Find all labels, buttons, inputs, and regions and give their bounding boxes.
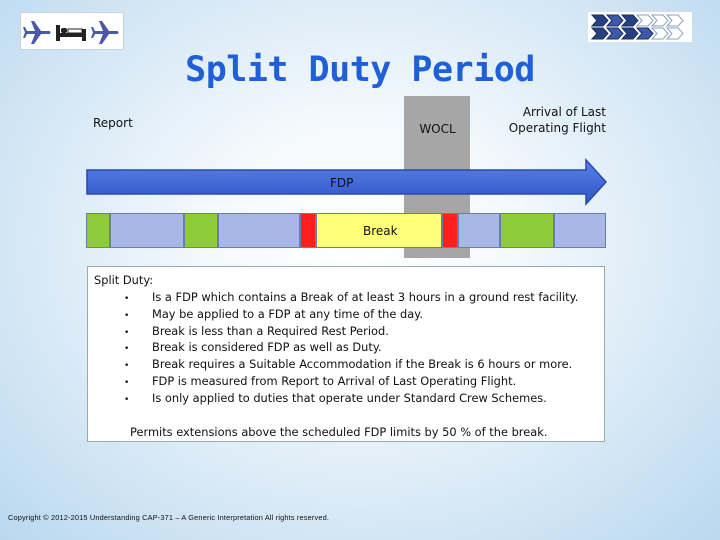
chevron-icon: [590, 14, 609, 27]
progress-chevrons: [588, 12, 692, 42]
arrival-label: Arrival of Last Operating Flight: [498, 104, 606, 136]
chevron-row-bottom: [590, 27, 684, 40]
split-duty-bullets: • Is a FDP which contains a Break of at l…: [124, 289, 578, 407]
list-item: • Break is considered FDP as well as Duty…: [124, 339, 578, 356]
list-item: • FDP is measured from Report to Arrival …: [124, 373, 578, 390]
list-item: • May be applied to a FDP at any time of …: [124, 306, 578, 323]
segment-blue: [110, 213, 184, 248]
chevron-row-top: [590, 14, 684, 27]
segment-green: [500, 213, 554, 248]
bullet-text: Break is less than a Required Rest Perio…: [152, 323, 389, 338]
chevron-icon: [635, 27, 654, 40]
arrival-label-line2: Operating Flight: [508, 121, 606, 135]
bullet-dot: •: [124, 361, 130, 372]
split-duty-heading: Split Duty:: [94, 273, 154, 287]
page-title: Split Duty Period: [185, 50, 535, 90]
chevron-icon: [605, 14, 624, 27]
chevron-icon: [650, 14, 669, 27]
list-item: • Break is less than a Required Rest Peri…: [124, 323, 578, 340]
bullet-text: FDP is measured from Report to Arrival o…: [152, 373, 517, 388]
bullet-text: Is only applied to duties that operate u…: [152, 390, 547, 405]
segment-blue: [218, 213, 300, 248]
chevron-progress-icon: [590, 14, 684, 40]
chevron-icon: [650, 27, 669, 40]
wocl-label: WOCL: [419, 122, 456, 136]
segment-red: [442, 213, 458, 248]
segment-green: [86, 213, 110, 248]
copyright-notice: Copyright © 2012-2015 Understanding CAP-…: [8, 513, 330, 522]
break-label: Break: [363, 224, 398, 238]
segment-blue: [458, 213, 500, 248]
bed-icon: [56, 25, 86, 41]
arrival-label-line1: Arrival of Last: [522, 105, 606, 119]
bullet-dot: •: [124, 327, 130, 338]
segment-blue: [554, 213, 606, 248]
chevron-icon: [635, 14, 654, 27]
bullet-dot: •: [124, 294, 130, 304]
chevron-icon: [605, 27, 624, 40]
fdp-arrow: [86, 158, 608, 206]
split-duty-panel: Split Duty: • Is a FDP which contains a B…: [87, 266, 605, 442]
chevron-icon: [665, 14, 684, 27]
list-item: • Is only applied to duties that operate …: [124, 390, 578, 407]
chevron-icon: [620, 27, 639, 40]
bullet-dot: •: [124, 310, 130, 321]
list-item: • Break requires a Suitable Accommodation…: [124, 356, 578, 373]
bullet-text: May be applied to a FDP at any time of t…: [152, 306, 423, 321]
bullet-dot: •: [124, 344, 130, 355]
permits-text: Permits extensions above the scheduled F…: [130, 425, 548, 439]
report-label: Report: [93, 116, 133, 130]
break-segment: [316, 213, 442, 248]
fdp-label: FDP: [330, 176, 354, 190]
airplane-icon: [23, 21, 51, 44]
bullet-text: Is a FDP which contains a Break of at le…: [152, 290, 579, 304]
airplane-bed-airplane-icons: [23, 21, 119, 44]
list-item: • Is a FDP which contains a Break of at l…: [124, 289, 578, 306]
bullet-dot: •: [124, 394, 130, 405]
bullet-dot: •: [124, 377, 130, 388]
segment-green: [184, 213, 218, 248]
chevron-icon: [665, 27, 684, 40]
bullet-text: Break requires a Suitable Accommodation …: [152, 357, 573, 372]
airplane-icon: [91, 21, 119, 44]
chevron-icon: [590, 27, 609, 40]
header-icon-strip: [20, 12, 124, 50]
bullet-text: Break is considered FDP as well as Duty.: [152, 340, 382, 355]
segment-red: [300, 213, 316, 248]
chevron-icon: [620, 14, 639, 27]
